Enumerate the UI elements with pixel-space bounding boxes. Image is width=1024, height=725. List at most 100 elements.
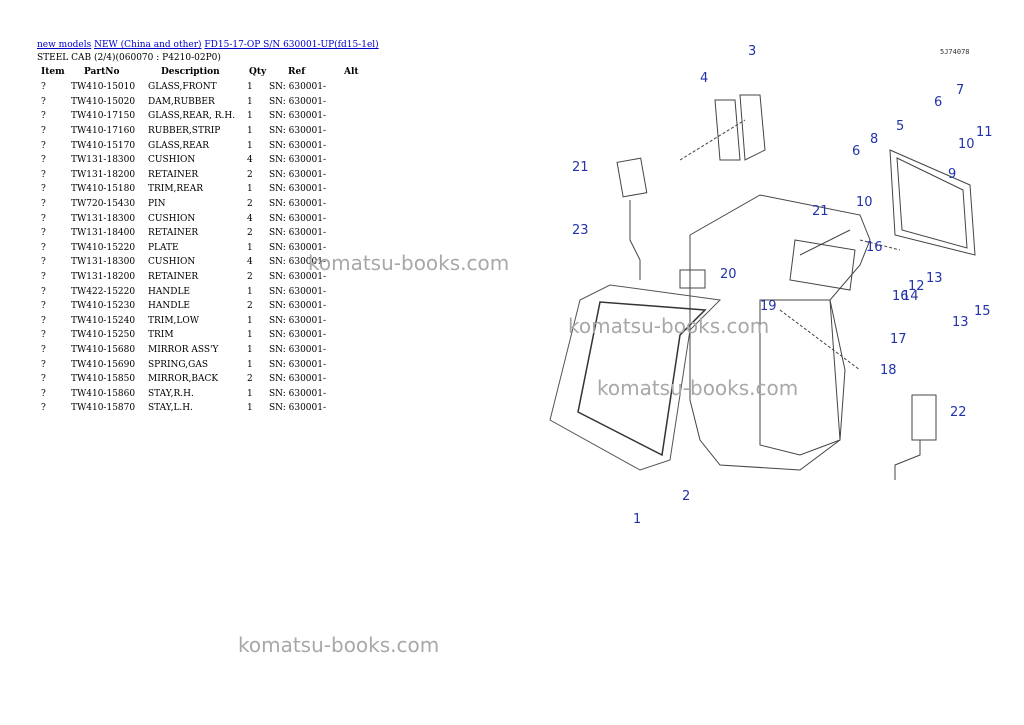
- cell-description: GLASS,REAR, R.H.: [148, 111, 236, 122]
- cell-qty: 1: [247, 330, 253, 341]
- cell-partno: TW410-15240: [71, 315, 136, 326]
- callout-label: 13: [926, 271, 943, 286]
- mirror-left: [616, 157, 648, 198]
- breadcrumb-link-model[interactable]: FD15-17-OP S/N 630001-UP(fd15-1el): [204, 40, 379, 50]
- cell-alt: [344, 226, 364, 241]
- cell-item: ?: [41, 403, 46, 414]
- callout-label: 21: [572, 160, 589, 175]
- cell-ref: SN: 630001-: [269, 257, 327, 268]
- cell-description: RETAINER: [148, 272, 199, 283]
- cell-qty: 2: [247, 199, 253, 210]
- cell-item: ?: [41, 184, 46, 195]
- rubber-strip: [714, 99, 741, 161]
- callout-label: 6: [934, 95, 942, 110]
- cell-ref: SN: 630001-: [269, 140, 327, 151]
- back-mirror: [679, 269, 706, 289]
- cell-ref: SN: 630001-: [269, 228, 327, 239]
- cell-ref: SN: 630001-: [269, 315, 327, 326]
- cell-item: ?: [41, 199, 46, 210]
- cell-partno: TW410-15850: [71, 374, 136, 385]
- gas-spring: [799, 229, 851, 256]
- cell-item: ?: [41, 257, 46, 268]
- callout-label: 3: [748, 44, 756, 59]
- cell-description: TRIM: [148, 330, 174, 341]
- cell-partno: TW410-15860: [71, 388, 136, 399]
- cell-description: DAM,RUBBER: [148, 96, 215, 107]
- cell-description: RETAINER: [148, 169, 199, 180]
- cell-qty: 1: [247, 82, 253, 93]
- cell-description: HANDLE: [148, 301, 190, 312]
- callout-label: 12: [908, 279, 925, 294]
- cell-qty: 4: [247, 257, 253, 268]
- stay-right: [894, 440, 921, 480]
- cell-description: TRIM,LOW: [148, 315, 200, 326]
- cell-partno: TW131-18300: [71, 155, 136, 166]
- callout-label: 20: [720, 267, 737, 282]
- stay-left: [629, 200, 641, 280]
- cell-partno: TW410-15680: [71, 344, 136, 355]
- cell-alt: [344, 357, 364, 372]
- callout-label: 19: [760, 299, 777, 314]
- cell-ref: SN: 630001-: [269, 301, 327, 312]
- cell-ref: SN: 630001-: [269, 96, 327, 107]
- cell-description: MIRROR,BACK: [148, 374, 219, 385]
- cell-ref: SN: 630001-: [269, 344, 327, 355]
- cell-alt: [344, 401, 364, 416]
- rear-glass-rh: [739, 94, 766, 161]
- cell-alt: [344, 109, 364, 124]
- cell-ref: SN: 630001-: [269, 199, 327, 210]
- cell-qty: 2: [247, 169, 253, 180]
- cell-description: SPRING,GAS: [148, 359, 209, 370]
- cell-item: ?: [41, 301, 46, 312]
- cell-description: GLASS,FRONT: [148, 82, 217, 93]
- cell-alt: [344, 386, 364, 401]
- cell-partno: TW720-15430: [71, 199, 136, 210]
- breadcrumb-link-new-china[interactable]: NEW (China and other): [94, 40, 202, 50]
- cell-alt: [344, 343, 364, 358]
- diagram-code: 5J74078: [940, 48, 970, 56]
- cell-qty: 1: [247, 359, 253, 370]
- cell-description: STAY,R.H.: [148, 388, 194, 399]
- breadcrumb-link-new-models[interactable]: new models: [37, 40, 92, 50]
- cell-description: RETAINER: [148, 228, 199, 239]
- cab-body: [689, 194, 871, 471]
- callout-label: 11: [976, 125, 993, 140]
- cell-description: CUSHION: [148, 213, 196, 224]
- header-partno: PartNo: [84, 67, 120, 77]
- page-subtitle: STEEL CAB (2/4)(060070 : P4210-02P0): [37, 53, 221, 63]
- callout-label: 18: [880, 363, 897, 378]
- callout-label: 7: [956, 83, 964, 98]
- cell-description: GLASS,REAR: [148, 140, 210, 151]
- cell-description: HANDLE: [148, 286, 190, 297]
- header-alt: Alt: [344, 67, 359, 77]
- cell-item: ?: [41, 286, 46, 297]
- callout-label: 2: [682, 489, 690, 504]
- cell-alt: [344, 168, 364, 183]
- cell-description: STAY,L.H.: [148, 403, 193, 414]
- front-glass: [549, 284, 722, 471]
- cell-description: CUSHION: [148, 155, 196, 166]
- cell-qty: 1: [247, 96, 253, 107]
- cell-alt: [344, 153, 364, 168]
- callout-label: 4: [700, 71, 708, 86]
- cell-alt: [344, 182, 364, 197]
- cab-rear-window: [789, 239, 856, 291]
- cell-item: ?: [41, 272, 46, 283]
- callout-label: 8: [870, 132, 878, 147]
- cell-ref: SN: 630001-: [269, 242, 327, 253]
- cell-qty: 1: [247, 388, 253, 399]
- cell-partno: TW410-15870: [71, 403, 136, 414]
- cell-ref: SN: 630001-: [269, 374, 327, 385]
- cell-qty: 2: [247, 228, 253, 239]
- cell-item: ?: [41, 344, 46, 355]
